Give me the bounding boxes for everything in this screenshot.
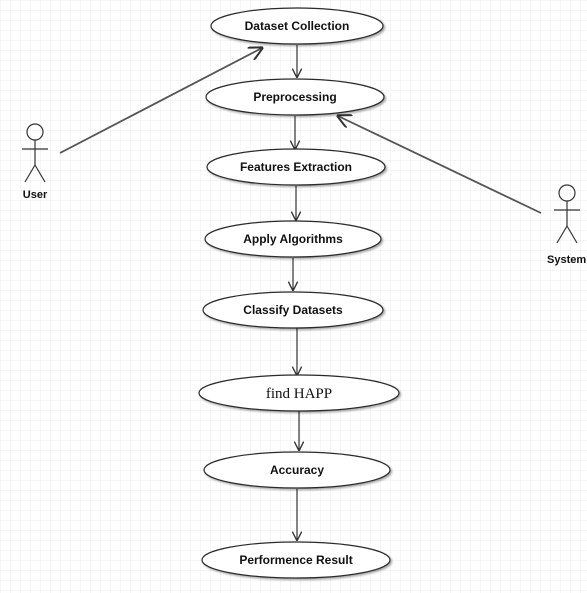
use-case-find-happ[interactable]: find HAPP (198, 374, 400, 412)
use-case-label: find HAPP (266, 386, 332, 402)
actor-label: User (23, 189, 48, 201)
use-case-apply-algorithms[interactable]: Apply Algorithms (204, 220, 382, 258)
use-case-label: Features Extraction (240, 160, 352, 174)
actor-user[interactable]: User (22, 123, 48, 201)
use-case-label: Apply Algorithms (243, 232, 343, 246)
actor-system[interactable]: System (547, 184, 586, 266)
use-case-performence-result[interactable]: Performence Result (201, 541, 391, 579)
actor-label: System (547, 254, 586, 266)
use-case-label: Performence Result (239, 553, 352, 567)
system-stick-figure-icon (554, 184, 580, 244)
use-case-dataset-collection[interactable]: Dataset Collection (210, 7, 384, 45)
use-case-classify-datasets[interactable]: Classify Datasets (202, 291, 384, 329)
flow-arrows (293, 45, 299, 540)
system-association-arrow (338, 116, 542, 214)
use-case-accuracy[interactable]: Accuracy (203, 451, 391, 489)
use-case-label: Preprocessing (253, 90, 336, 104)
use-case-preprocessing[interactable]: Preprocessing (205, 78, 385, 116)
use-case-features-extraction[interactable]: Features Extraction (206, 148, 386, 186)
use-case-label: Classify Datasets (243, 303, 343, 317)
user-stick-figure-icon (22, 123, 48, 183)
user-association-arrow (59, 48, 262, 154)
use-case-label: Dataset Collection (245, 19, 350, 33)
use-case-label: Accuracy (270, 463, 324, 477)
actor-associations (59, 48, 542, 214)
